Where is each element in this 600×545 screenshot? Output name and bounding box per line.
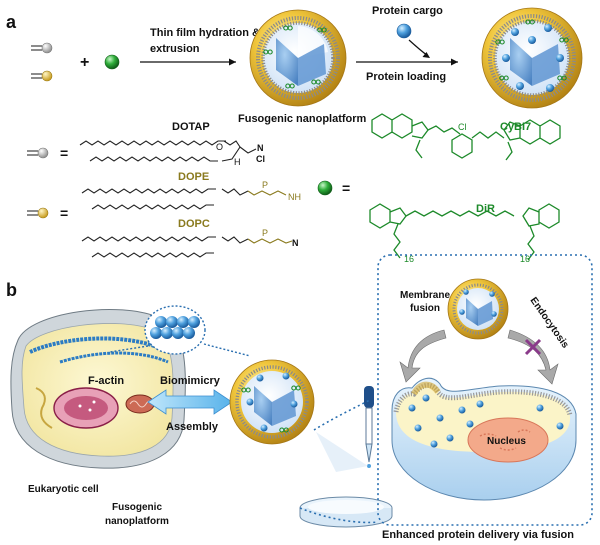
lipid-icon-dotap	[26, 147, 49, 159]
svg-text:N: N	[292, 238, 299, 248]
membrane-fusion-line1: Membrane	[400, 290, 450, 301]
dotap-label: DOTAP	[172, 121, 210, 133]
dotap-structure: O H N Cl	[79, 140, 265, 167]
eukaryotic-label: Eukaryotic cell	[28, 484, 99, 495]
dopc-label: DOPC	[178, 218, 210, 230]
assembly-label: Assembly	[166, 421, 219, 433]
dopc-structure: P N	[81, 228, 299, 258]
lipid-icon-yellow	[30, 70, 53, 82]
zoomed-cell	[391, 377, 577, 501]
nanoplatform-icon-loaded	[481, 7, 583, 109]
svg-text:O: O	[216, 142, 223, 152]
svg-text:N: N	[257, 143, 264, 153]
enhanced-delivery-label: Enhanced protein delivery via fusion	[382, 529, 574, 541]
factin-label: F-actin	[88, 375, 124, 387]
dye-bead-icon	[104, 54, 120, 70]
fusogenic-label-line2: nanoplatform	[105, 516, 169, 527]
fusion-arrow-icon	[399, 329, 447, 383]
protein-cargo-icon	[396, 23, 412, 39]
equals-sign-1: =	[60, 145, 68, 161]
panel-b-label: b	[6, 280, 17, 300]
equals-sign-3: =	[342, 180, 350, 196]
svg-text:P: P	[262, 180, 268, 190]
biomimicry-arrow-icon	[147, 389, 233, 415]
biomimicry-label: Biomimicry	[160, 375, 221, 387]
equals-sign-2: =	[60, 205, 68, 221]
lipid-icon-dope-dopc	[26, 207, 49, 219]
factin-zoom	[109, 305, 251, 357]
svg-text:16: 16	[520, 254, 530, 264]
svg-text:16: 16	[404, 254, 414, 264]
enhanced-delivery-frame	[377, 254, 593, 526]
protein-cargo-label: Protein cargo	[372, 5, 443, 17]
nanoplatform-icon-fusing	[447, 278, 509, 340]
eukaryotic-cell	[10, 308, 186, 469]
cargo-arrow	[408, 39, 429, 57]
step2-label: Protein loading	[366, 71, 446, 83]
endocytosis-arrow	[507, 329, 559, 385]
panel-a-label: a	[6, 12, 17, 32]
step1-text-line2: extrusion	[150, 43, 200, 55]
membrane-fusion-line2: fusion	[410, 303, 440, 314]
step1-text-line1: Thin film hydration &	[150, 27, 260, 39]
blocked-endocytosis-icon	[524, 338, 542, 356]
cybi7-structure: Cl	[371, 113, 561, 161]
petri-dish-icon	[299, 496, 393, 528]
dope-structure: P NH	[81, 180, 301, 210]
svg-text:Cl: Cl	[256, 154, 265, 164]
nanoplatform-icon-empty	[249, 9, 347, 107]
dir-label: DiR	[476, 203, 495, 215]
dope-label: DOPE	[178, 171, 209, 183]
light-cone	[316, 432, 368, 472]
nanoplatform-label: Fusogenic nanoplatform	[238, 113, 367, 125]
nanoplatform-icon-b	[229, 359, 315, 445]
nucleus-label: Nucleus	[487, 436, 526, 447]
svg-text:Cl: Cl	[458, 122, 467, 132]
dye-bead-icon-legend	[317, 180, 333, 196]
plus-sign: +	[80, 54, 89, 71]
fusogenic-label-line1: Fusogenic	[112, 502, 162, 513]
dropper-icon	[364, 386, 374, 468]
svg-text:P: P	[262, 228, 268, 238]
svg-text:NH: NH	[288, 192, 301, 202]
lipid-icon-gray	[30, 42, 53, 54]
svg-text:H: H	[234, 157, 241, 167]
